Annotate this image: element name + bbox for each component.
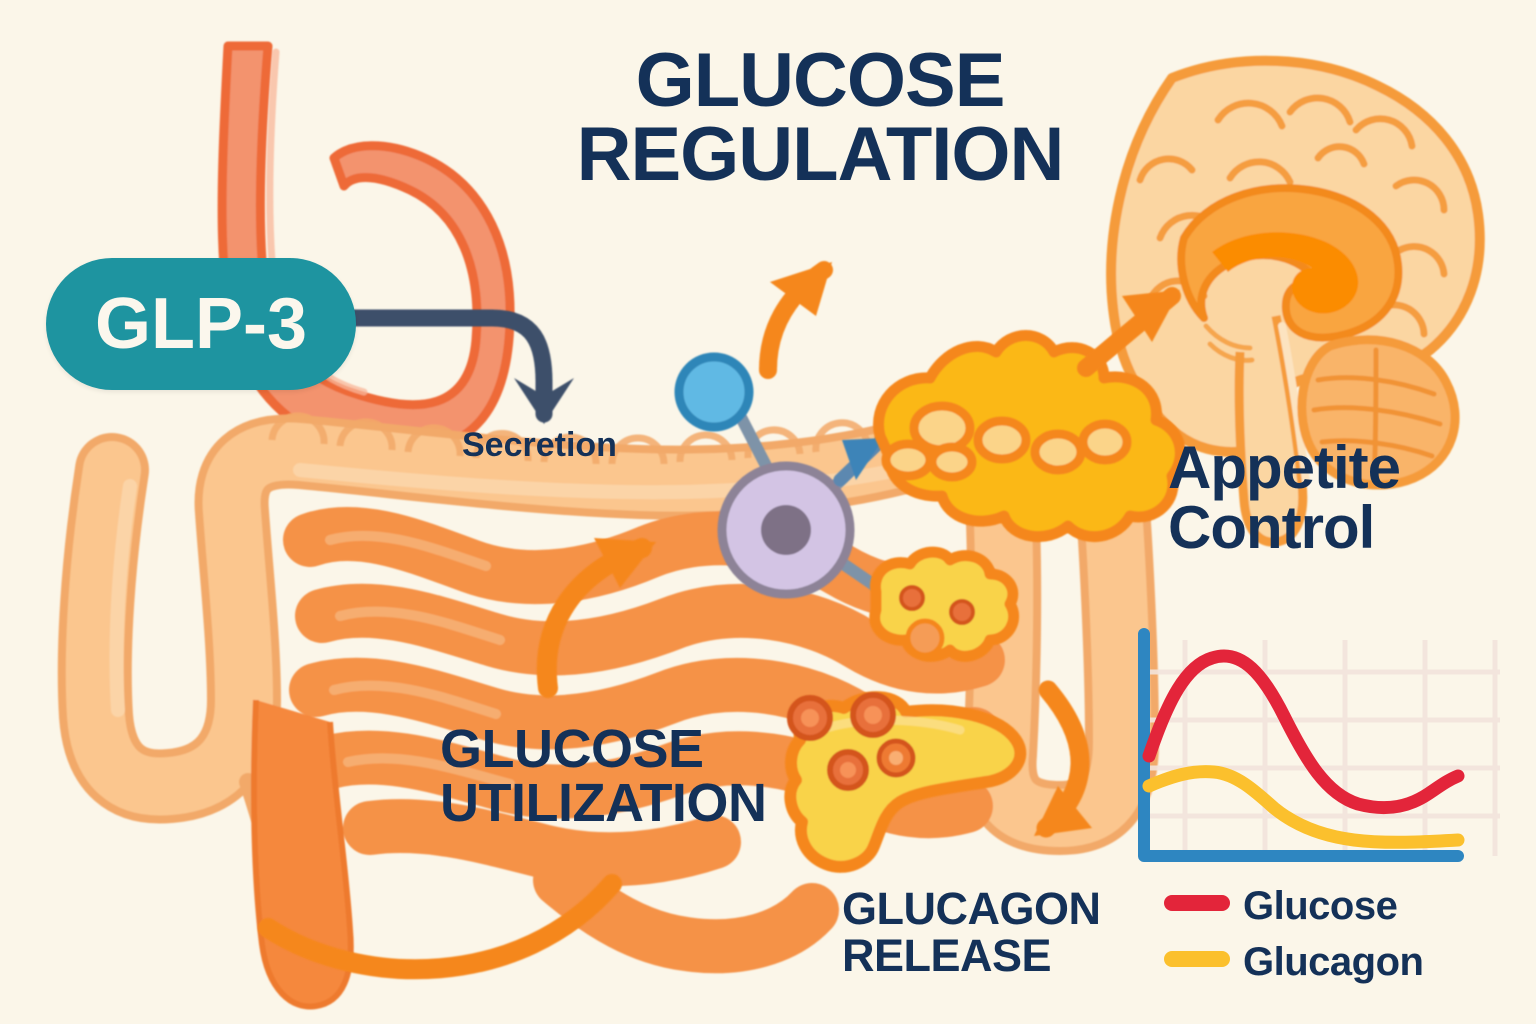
secretion-arrow-icon xyxy=(343,309,574,424)
page-title: GLUCOSE REGULATION xyxy=(560,43,1080,198)
utilization-arrow-icon xyxy=(536,538,656,698)
ligand-circle-icon xyxy=(674,352,754,432)
small-gland-illustration xyxy=(869,546,1020,662)
glucagon-release-line2: RELEASE xyxy=(842,929,1052,981)
glucagon-release-line1: GLUCAGON xyxy=(842,883,1101,934)
glucose-regulation-arrow-icon xyxy=(759,261,833,379)
cell-receptor-illustration xyxy=(674,352,896,602)
pancreas-illustration xyxy=(784,691,1027,873)
mini-chart xyxy=(1138,628,1500,967)
cell-nucleus-icon xyxy=(761,505,811,555)
chart-gridlines xyxy=(1150,640,1500,856)
glucose-utilization-line2: UTILIZATION xyxy=(440,773,767,833)
page-title-line2: REGULATION xyxy=(576,112,1065,198)
stomach-esophagus-icon xyxy=(217,41,515,457)
chart-series-glucose xyxy=(1142,649,1465,815)
legend-label-glucose: Glucose xyxy=(1243,884,1398,928)
appetite-control-line2: Control xyxy=(1168,494,1375,561)
appetite-control-label: Appetite Control xyxy=(1168,438,1498,558)
liver-gland-illustration xyxy=(873,330,1186,543)
legend-label-glucagon: Glucagon xyxy=(1243,940,1424,984)
glp3-badge-label: GLP-3 xyxy=(94,284,308,364)
chart-series-glucagon xyxy=(1142,765,1465,849)
glucagon-arrow-icon xyxy=(1034,680,1092,838)
glucagon-release-label: GLUCAGON RELEASE xyxy=(842,883,1112,981)
glucose-utilization-line1: GLUCOSE xyxy=(440,719,704,779)
glp3-badge[interactable]: GLP-3 xyxy=(46,258,356,390)
bottom-sweep-arc-icon xyxy=(258,874,622,980)
secretion-label: Secretion xyxy=(462,426,617,464)
page-title-line1: GLUCOSE xyxy=(635,38,1006,123)
brain-arrow-icon xyxy=(1077,287,1181,377)
glucose-utilization-label: GLUCOSE UTILIZATION xyxy=(440,722,770,830)
chart-axis xyxy=(1138,628,1464,862)
appetite-control-line1: Appetite xyxy=(1168,434,1401,501)
brain-illustration xyxy=(1106,55,1485,547)
